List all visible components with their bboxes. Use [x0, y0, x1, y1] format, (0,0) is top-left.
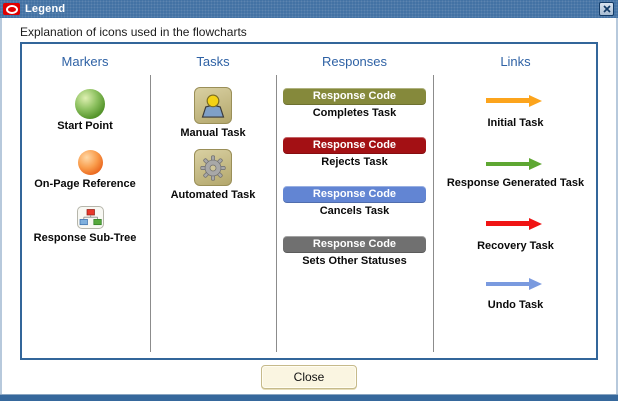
- response-code-badge-other: Response Code: [283, 236, 426, 253]
- task-label: Automated Task: [170, 189, 256, 201]
- initial-task-arrow-icon: [486, 94, 542, 107]
- response-code-badge-completes: Response Code: [283, 88, 426, 105]
- close-icon[interactable]: [599, 2, 614, 16]
- response-code-badge-rejects: Response Code: [283, 137, 426, 154]
- column-header-tasks: Tasks: [196, 54, 230, 69]
- link-label: Undo Task: [487, 299, 544, 311]
- response-label: Sets Other Statuses: [302, 255, 407, 267]
- start-point-icon: [75, 89, 105, 119]
- column-header-markers: Markers: [61, 54, 109, 69]
- window-frame-bottom: [0, 394, 618, 401]
- marker-label: On-Page Reference: [34, 178, 136, 190]
- column-divider: [433, 75, 434, 352]
- window-frame-left: [0, 18, 2, 394]
- task-label: Manual Task: [180, 127, 246, 139]
- link-label: Recovery Task: [477, 240, 554, 252]
- column-divider: [150, 75, 151, 352]
- response-label: Completes Task: [312, 107, 397, 119]
- column-divider: [276, 75, 277, 352]
- link-label: Initial Task: [487, 117, 544, 129]
- recovery-task-arrow-icon: [486, 217, 542, 230]
- response-label: Cancels Task: [319, 205, 390, 217]
- window-title: Legend: [25, 3, 66, 15]
- oracle-logo-icon: [3, 3, 20, 15]
- link-label: Response Generated Task: [446, 177, 585, 189]
- title-bar: Legend: [0, 0, 618, 18]
- undo-task-arrow-icon: [486, 277, 542, 290]
- manual-task-icon: [194, 87, 232, 124]
- close-button[interactable]: Close: [261, 365, 357, 389]
- column-header-responses: Responses: [321, 54, 388, 69]
- marker-label: Response Sub-Tree: [33, 232, 137, 244]
- response-label: Rejects Task: [321, 156, 388, 168]
- response-generated-task-arrow-icon: [486, 157, 542, 170]
- automated-task-icon: [194, 149, 232, 186]
- column-header-links: Links: [500, 54, 531, 69]
- response-code-badge-cancels: Response Code: [283, 186, 426, 203]
- on-page-reference-icon: [78, 150, 103, 175]
- dialog-subtitle: Explanation of icons used in the flowcha…: [20, 25, 247, 39]
- window-frame-right: [616, 18, 618, 394]
- response-sub-tree-icon: [77, 206, 104, 229]
- marker-label: Start Point: [57, 120, 113, 132]
